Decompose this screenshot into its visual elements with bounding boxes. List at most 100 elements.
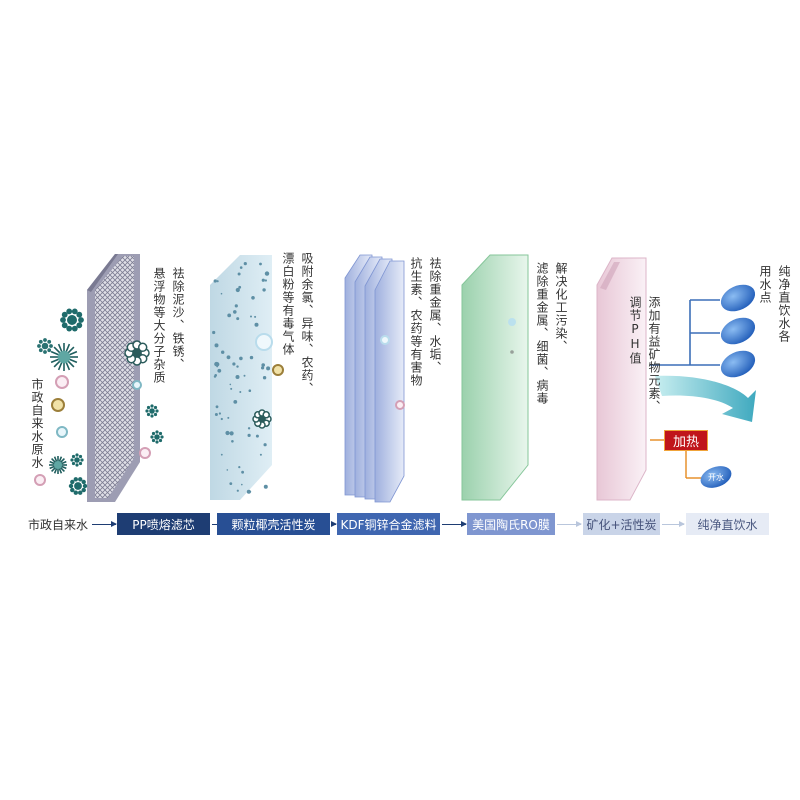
impurity-particle (395, 400, 405, 410)
flow-arrow-6 (662, 521, 685, 527)
stage-3-desc-line-1: 祛除重金属、水垢、 (428, 257, 442, 374)
heat-box: 加热 (664, 430, 708, 451)
carbon-granule (226, 469, 229, 471)
stage-4-desc-line-2: 滤除重金属、细菌、病毒 (535, 262, 549, 405)
carbon-granule (232, 362, 236, 366)
carbon-granule (247, 433, 251, 437)
stage-2-desc-line-1: 吸附余氯、异味、农药、 (300, 252, 314, 395)
carbon-granule (229, 431, 234, 436)
impurity-particle (132, 380, 142, 390)
flow-stage-2-label: 颗粒椰壳活性炭 (231, 517, 316, 532)
flow-end-label: 纯净直饮水 (697, 517, 758, 532)
carbon-granule (237, 272, 241, 276)
carbon-granule (261, 366, 265, 370)
flow-stage-4-label: 美国陶氏RO膜 (472, 517, 550, 532)
carbon-granule (238, 285, 242, 289)
carbon-granule (235, 375, 240, 379)
impurity-particle (380, 335, 390, 345)
impurity-particle (51, 398, 65, 412)
carbon-filter-panel (210, 255, 272, 500)
impurity-particle (68, 477, 88, 495)
carbon-granule (259, 453, 262, 456)
flow-stage-3: KDF铜锌合金滤料 (337, 513, 440, 535)
stage-1-desc-line-2: 悬浮物等大分子杂质 (152, 267, 166, 384)
carbon-granule (226, 355, 231, 360)
carbon-granule (231, 440, 234, 443)
carbon-granule (249, 490, 252, 493)
impurity-particle (37, 338, 53, 354)
impurity-particle (272, 364, 284, 376)
flow-stage-2: 颗粒椰壳活性炭 (217, 513, 330, 535)
flow-stage-3-label: KDF铜锌合金滤料 (340, 517, 437, 532)
stage-5-description: 添加有益矿物元素、 调节PH值 (628, 296, 661, 413)
carbon-granule (234, 304, 238, 308)
stage-1-description: 祛除泥沙、铁锈、 悬浮物等大分子杂质 (152, 267, 185, 384)
carbon-granule (221, 350, 225, 354)
carbon-granule (236, 365, 239, 368)
impurity-particles (34, 308, 405, 495)
carbon-granule (220, 292, 223, 295)
carbon-granule (263, 443, 267, 447)
impurity-particle (55, 375, 69, 389)
flow-arrow-5 (557, 521, 582, 527)
impurity-particle (255, 333, 273, 351)
stage-3-description: 祛除重金属、水垢、 抗生素、农药等有害物 (409, 257, 442, 387)
carbon-granule (264, 271, 270, 276)
carbon-granule (250, 315, 252, 318)
output-description: 纯净直饮水各 用水点 (758, 265, 791, 343)
carbon-granule (213, 279, 217, 283)
impurity-particle (56, 426, 68, 438)
carbon-granule (215, 405, 219, 409)
impurity-particle (150, 430, 164, 444)
carbon-granule (239, 391, 242, 393)
carbon-granule (261, 278, 265, 282)
carbon-granule (261, 363, 266, 367)
carbon-granule (227, 313, 232, 318)
stage-1-desc-line-1: 祛除泥沙、铁锈、 (171, 267, 185, 371)
carbon-granule (220, 417, 223, 421)
carbon-granule (214, 343, 219, 348)
carbon-granule (218, 412, 221, 415)
kdf-filter-panel (344, 254, 405, 503)
stage-3-desc-line-2: 抗生素、农药等有害物 (409, 257, 423, 387)
carbon-granule (238, 466, 241, 469)
flow-stage-1-label: PP喷熔滤芯 (132, 517, 195, 532)
water-drops (720, 284, 756, 378)
stage-5-desc-line-2: 调节PH值 (628, 296, 642, 365)
carbon-granule (241, 483, 243, 486)
impurity-particle (34, 474, 46, 486)
impurity-particle (60, 308, 84, 332)
stage-2-desc-line-2: 漂白粉等有毒气体 (281, 252, 295, 356)
impurity-particle (145, 404, 159, 418)
carbon-granule (255, 434, 259, 438)
teal-flow-arrow (655, 375, 756, 422)
carbon-granule (263, 484, 268, 489)
carbon-granule (233, 310, 237, 314)
flow-stage-4: 美国陶氏RO膜 (467, 513, 555, 535)
impurity-particle (70, 453, 84, 467)
carbon-granule (249, 355, 254, 360)
impurity-particle (49, 456, 67, 474)
carbon-granule (216, 280, 219, 283)
flow-stage-1: PP喷熔滤芯 (117, 513, 210, 535)
carbon-granule (239, 356, 243, 361)
heat-label: 加热 (672, 435, 699, 450)
carbon-granule (214, 361, 219, 367)
boiling-water-drop (700, 466, 732, 488)
flow-arrow-1 (92, 521, 117, 527)
carbon-granule (214, 374, 217, 377)
source-water-text: 市政自来水原水 (30, 378, 44, 469)
flow-stage-5: 矿化+活性炭 (583, 513, 660, 535)
stage-2-description: 吸附余氯、异味、农药、 漂白粉等有毒气体 (281, 252, 314, 395)
heat-branch-lines (650, 439, 702, 479)
carbon-granule (236, 317, 240, 321)
carbon-granule (230, 387, 233, 390)
flow-arrow-4 (442, 521, 467, 527)
carbon-granule (236, 489, 239, 492)
impurity-particle (50, 343, 78, 371)
carbon-granule (254, 315, 257, 318)
carbon-granule (266, 366, 271, 371)
flow-arrow-3 (331, 521, 337, 527)
